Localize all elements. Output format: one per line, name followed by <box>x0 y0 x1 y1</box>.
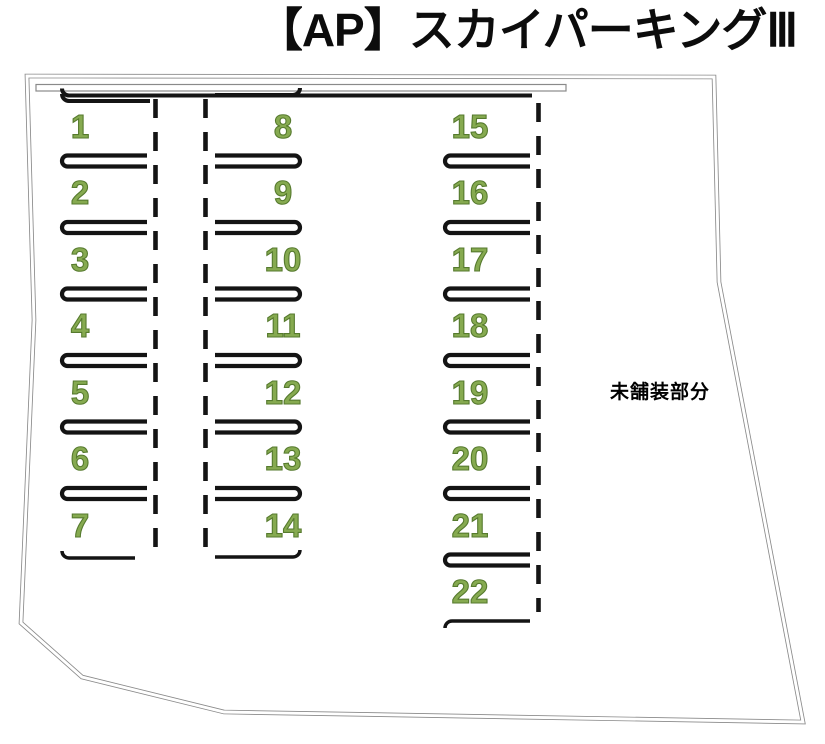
stall-divider <box>442 219 530 236</box>
stall-number: 19 <box>451 373 489 411</box>
stall-number: 5 <box>70 373 90 411</box>
stall-divider <box>442 419 530 435</box>
stall-number: 14 <box>264 506 302 544</box>
stall-divider <box>442 153 530 169</box>
stall-number: 10 <box>264 240 302 278</box>
stall-bottom-line <box>443 619 530 629</box>
stall-divider <box>59 153 147 169</box>
stall-number: 12 <box>264 373 302 411</box>
stall-divider <box>215 419 303 435</box>
stall-number: 11 <box>265 307 301 344</box>
stall-number: 4 <box>70 307 90 344</box>
stall-number: 2 <box>70 174 90 211</box>
stall-number: 17 <box>451 240 489 278</box>
stall-number: 15 <box>451 107 489 145</box>
stall-divider <box>215 485 303 502</box>
stall-number: 22 <box>451 573 489 610</box>
stall-divider <box>442 352 530 369</box>
stall-divider-lines <box>59 87 532 629</box>
unpaved-area-label: 未舗装部分 <box>610 382 711 403</box>
stall-divider <box>215 153 303 169</box>
stall-number: 21 <box>451 506 489 544</box>
stall-divider <box>442 286 530 302</box>
stall-number: 7 <box>70 506 90 544</box>
stall-number: 18 <box>451 307 489 344</box>
stall-divider <box>59 352 147 369</box>
stall-divider <box>59 485 147 502</box>
stall-number: 1 <box>70 107 90 145</box>
stall-divider <box>59 219 147 236</box>
dashed-aisle-lines <box>153 99 541 612</box>
stall-bottom-line <box>60 550 135 560</box>
stall-number: 9 <box>273 174 293 211</box>
stall-number: 13 <box>264 440 302 477</box>
stall-number: 6 <box>70 440 90 477</box>
stall-divider <box>215 219 303 236</box>
stall-number: 8 <box>273 107 293 145</box>
stall-number: 3 <box>70 240 90 278</box>
stall-number: 20 <box>451 440 489 477</box>
stall-top-line <box>60 88 532 98</box>
stall-number: 16 <box>451 174 489 211</box>
stall-divider <box>442 485 530 502</box>
stall-divider <box>59 419 147 435</box>
stall-divider <box>215 286 303 302</box>
stall-bottom-line <box>215 549 302 559</box>
stall-divider <box>59 286 147 302</box>
stall-divider <box>442 552 530 568</box>
stall-divider <box>215 352 303 369</box>
stall-top-line <box>60 93 150 103</box>
page-title: 【AP】スカイパーキングⅢ <box>256 4 798 56</box>
lot-boundary <box>18 73 806 725</box>
